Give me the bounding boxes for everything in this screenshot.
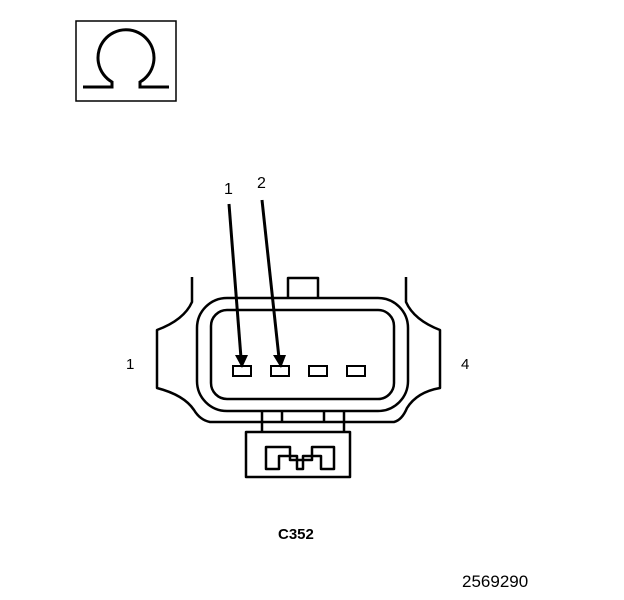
callout-arrow-1: [227, 203, 243, 359]
callout-arrowhead-1: [235, 355, 248, 368]
bottom-lock-frame: [244, 430, 352, 479]
cavity-2: [270, 365, 290, 377]
callout-label-1: 1: [224, 181, 233, 198]
callout-arrowhead-2: [273, 355, 286, 368]
callout-arrow-2: [260, 199, 281, 359]
callout-arrows: [227, 199, 286, 368]
bottom-lock: [260, 411, 346, 432]
cavity-3: [308, 365, 328, 377]
inner-rim: [195, 296, 410, 413]
figure-number: 2569290: [462, 572, 529, 591]
top-latch: [286, 276, 320, 298]
inner-wall: [209, 308, 396, 401]
pin-cavities: [232, 365, 366, 377]
connector-body: [155, 276, 442, 479]
pin-end-label-left: 1: [126, 356, 135, 373]
outer-shell: [155, 277, 442, 424]
connector-id-label: C352: [278, 526, 314, 543]
pin-end-label-right: 4: [461, 356, 470, 373]
bottom-lock-key: [264, 445, 336, 471]
cavity-4: [346, 365, 366, 377]
callout-label-2: 2: [257, 175, 266, 192]
ohm-symbol-icon: [75, 20, 177, 102]
